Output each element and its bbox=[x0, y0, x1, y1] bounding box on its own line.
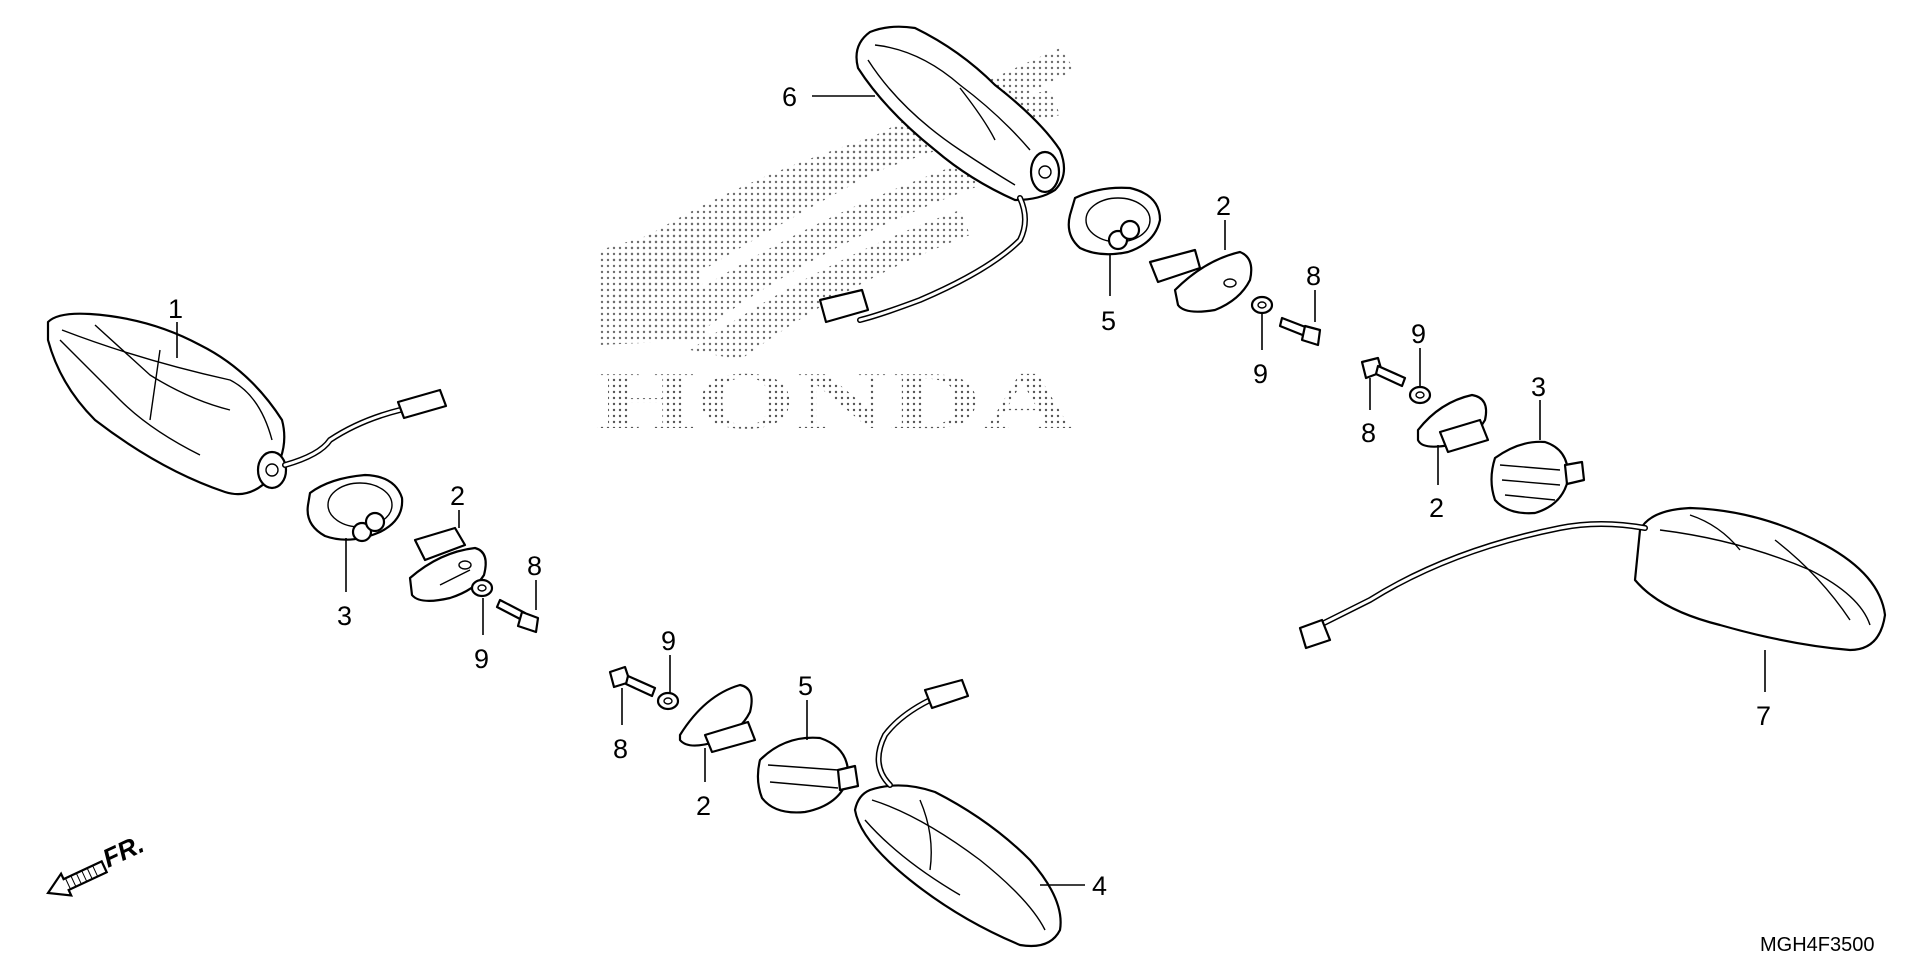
watermark-brand-text: HONDA bbox=[595, 355, 1075, 446]
stay-bracket-left bbox=[408, 526, 487, 602]
washer-top bbox=[1250, 295, 1274, 315]
callout-c2d: 2 bbox=[696, 791, 711, 821]
callout-c8d: 8 bbox=[613, 734, 628, 764]
front-arrow-icon bbox=[46, 859, 109, 897]
callout-c9d: 9 bbox=[661, 626, 676, 656]
mount-rubber-top bbox=[1067, 186, 1162, 256]
callout-c9c: 9 bbox=[1411, 319, 1426, 349]
indicator-front-right bbox=[853, 678, 1062, 948]
callout-c8b: 8 bbox=[1306, 261, 1321, 291]
washer-bottom bbox=[656, 691, 680, 711]
callout-c3a: 3 bbox=[337, 601, 352, 631]
bolt-top bbox=[1278, 316, 1322, 347]
callout-c2b: 2 bbox=[1216, 191, 1231, 221]
leader-lines bbox=[176, 95, 1766, 886]
mount-rubber-left bbox=[306, 473, 404, 543]
callout-c9b: 9 bbox=[1253, 359, 1268, 389]
callout-c5a: 5 bbox=[1101, 306, 1116, 336]
mount-rubber-bottom bbox=[756, 736, 860, 814]
callout-c5b: 5 bbox=[798, 671, 813, 701]
callout-c8c: 8 bbox=[1361, 418, 1376, 448]
callout-c9a: 9 bbox=[474, 644, 489, 674]
bolt-right bbox=[1360, 356, 1407, 388]
stay-bracket-right bbox=[1416, 393, 1490, 454]
callout-c6: 6 bbox=[782, 82, 797, 112]
callout-c8a: 8 bbox=[527, 551, 542, 581]
callout-c3b: 3 bbox=[1531, 372, 1546, 402]
callout-numbers: 1 2 3 8 9 6 2 5 8 9 9 8 3 2 7 9 5 8 2 4 bbox=[168, 82, 1771, 901]
indicator-rear-right bbox=[1298, 506, 1887, 652]
bolt-bottom bbox=[608, 665, 657, 698]
drawing-code: MGH4F3500 bbox=[1760, 934, 1875, 956]
front-direction-label: FR. bbox=[98, 829, 149, 874]
washer-left bbox=[470, 578, 494, 598]
indicator-rear-left bbox=[818, 25, 1066, 324]
stay-bracket-top bbox=[1148, 248, 1253, 313]
indicator-front-left bbox=[46, 312, 448, 496]
mount-rubber-right bbox=[1490, 440, 1586, 515]
callout-c4: 4 bbox=[1092, 871, 1107, 901]
stay-bracket-bottom bbox=[678, 683, 757, 754]
front-direction-indicator: FR. bbox=[46, 829, 149, 897]
bolt-left bbox=[495, 598, 540, 634]
callout-c1: 1 bbox=[168, 294, 183, 324]
callout-c2a: 2 bbox=[450, 481, 465, 511]
callout-c2c: 2 bbox=[1429, 493, 1444, 523]
washer-right bbox=[1408, 385, 1432, 405]
callout-c7: 7 bbox=[1756, 701, 1771, 731]
